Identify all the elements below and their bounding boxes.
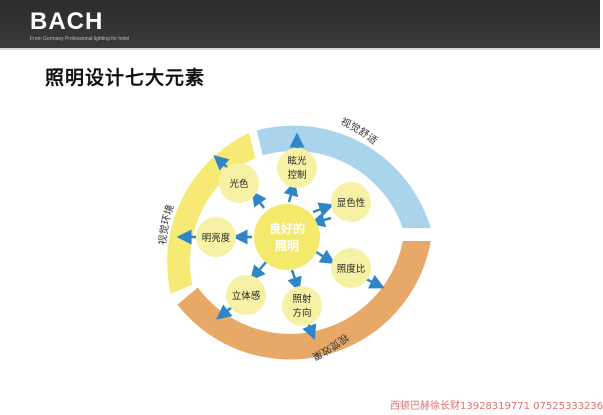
- arrow-to-glare-control: [283, 180, 299, 203]
- svg-text:照射: 照射: [292, 293, 312, 305]
- brand-logo: BACH: [30, 8, 104, 35]
- svg-text:立体感: 立体感: [232, 290, 261, 302]
- center-circle: [254, 204, 320, 270]
- header-divider: [0, 48, 600, 50]
- svg-text:显色性: 显色性: [337, 197, 366, 209]
- arrow-out-solidity: [216, 304, 233, 320]
- footer-contact: 西顿巴赫徐长财13928319771 07525333236: [390, 401, 603, 412]
- node-brightness: 明亮度: [196, 217, 236, 257]
- node-light-color: 光色: [219, 163, 259, 203]
- arc-visual-environment: [165, 130, 258, 297]
- arrow-out-ratio: [365, 274, 385, 289]
- node-color-rendering: 显色性: [331, 182, 371, 222]
- arrow-out-lightcolor: [213, 155, 230, 171]
- center-label-line2: 照明: [275, 238, 299, 253]
- svg-text:控制: 控制: [287, 169, 306, 181]
- svg-text:光色: 光色: [229, 178, 249, 190]
- brand-tagline: From Germany Professional lighting for h…: [30, 36, 130, 42]
- node-illuminance-ratio: 照度比: [331, 248, 371, 288]
- svg-text:明亮度: 明亮度: [202, 232, 231, 244]
- arrow-to-color-rendering: [312, 202, 335, 217]
- arc-visual-effect: [174, 239, 434, 362]
- svg-text:眩光: 眩光: [287, 155, 307, 167]
- svg-text:方向: 方向: [292, 307, 311, 319]
- node-direction: 照射 方向: [282, 286, 322, 326]
- node-glare-control: 眩光 控制: [277, 148, 317, 188]
- arrow-to-light-color: [251, 190, 267, 209]
- page-title: 照明设计七大元素: [45, 67, 206, 89]
- svg-text:照度比: 照度比: [337, 263, 366, 275]
- arrow-to-solidity: [250, 261, 267, 281]
- arrow-out-color: [309, 212, 332, 228]
- center-label-line1: 良好的: [269, 221, 305, 236]
- header-bar: BACH From Germany Professional lighting …: [0, 0, 600, 48]
- arrow-to-direction: [287, 269, 302, 293]
- node-solidity: 立体感: [226, 275, 266, 315]
